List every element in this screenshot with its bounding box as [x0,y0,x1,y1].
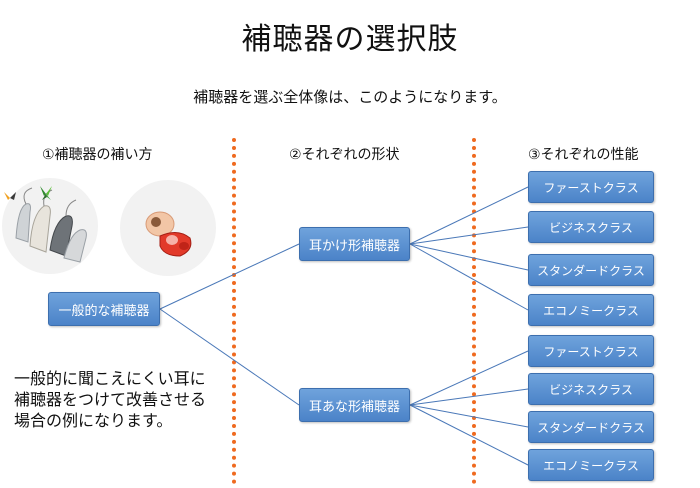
explanatory-note: 一般的に聞こえにくい耳に補聴器をつけて改善させる場合の例になります。 [14,369,207,430]
connector-bte-economy [409,243,529,311]
shape-node-in-the-ear: 耳あな形補聴器 [299,388,410,422]
subtitle: 補聴器を選ぶ全体像は、このようになります。 [193,88,507,106]
connector-bte-standard [409,243,529,271]
root-node-general-hearing-aid: 一般的な補聴器 [48,292,160,326]
divider-dotted-1 [232,138,236,484]
connector-bte-first [409,186,529,245]
butterfly-icon [40,186,52,200]
column-header-shape: ②それぞれの形状 [289,147,400,163]
class-node-ite-business: ビジネスクラス [528,373,654,405]
column-header-method: ①補聴器の補い方 [42,147,153,163]
connector-root-to-bte [159,243,300,310]
class-node-bte-economy: エコノミークラス [528,294,654,326]
class-node-bte-first: ファーストクラス [528,171,654,203]
hearing-aid-ite-icon [145,211,192,257]
hearing-aid-bte-icon [4,186,87,263]
in-the-ear-hearing-aids [120,180,216,276]
behind-the-ear-hearing-aids [2,178,98,274]
column-header-performance: ③それぞれの性能 [528,147,639,163]
class-node-ite-standard: スタンダードクラス [528,411,654,443]
class-node-ite-economy: エコノミークラス [528,449,654,481]
connector-ite-business [409,388,529,406]
class-node-ite-first: ファーストクラス [528,335,654,367]
connector-bte-business [409,226,529,245]
connector-ite-standard [409,404,529,428]
page-title: 補聴器の選択肢 [241,22,459,57]
class-node-bte-business: ビジネスクラス [528,211,654,243]
divider-dotted-2 [472,138,476,484]
connector-root-to-ite [159,308,300,406]
connector-ite-first [409,350,529,406]
connector-ite-economy [409,404,529,466]
shape-node-behind-the-ear: 耳かけ形補聴器 [299,227,410,261]
class-node-bte-standard: スタンダードクラス [528,254,654,286]
